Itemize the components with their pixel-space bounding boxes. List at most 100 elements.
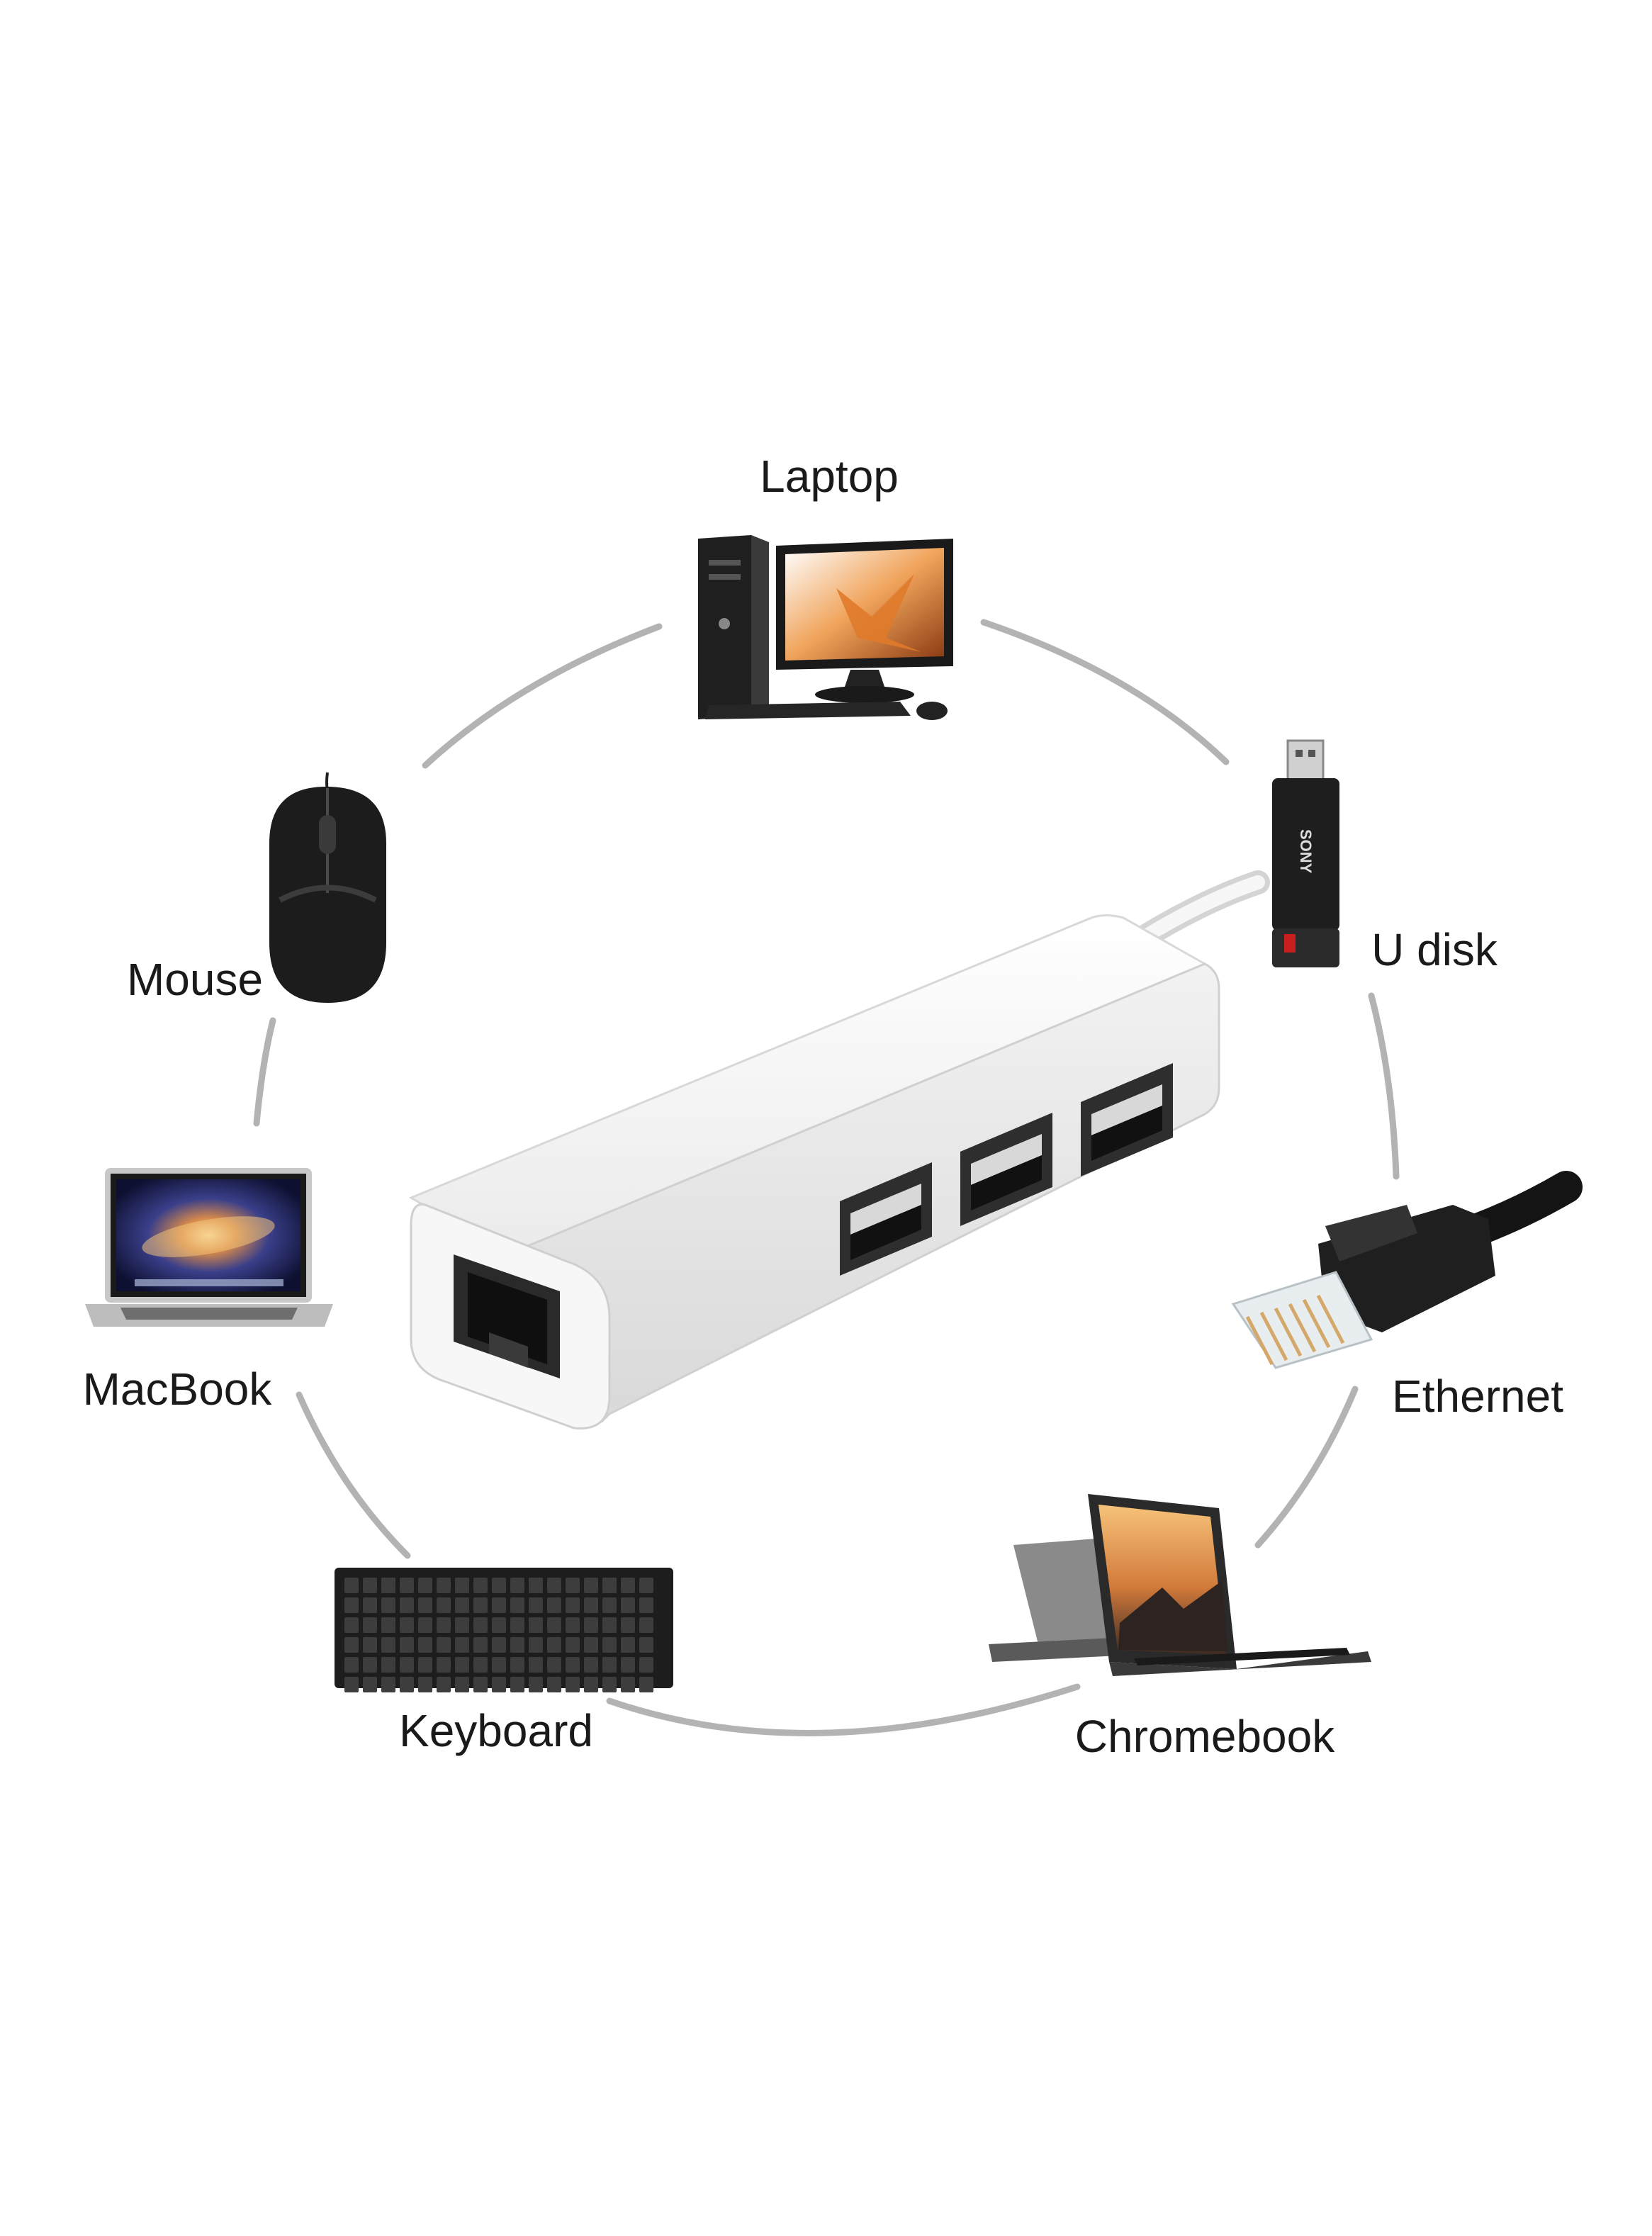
keyboard-key — [566, 1657, 580, 1673]
macbook-icon — [85, 1168, 333, 1327]
keyboard-key — [473, 1677, 488, 1692]
keyboard-key — [437, 1677, 451, 1692]
keyboard-keys — [344, 1578, 653, 1692]
keyboard-key — [363, 1578, 377, 1593]
ring-segment-udisk-ethernet — [1368, 992, 1400, 1180]
keyboard-key — [455, 1617, 469, 1633]
keyboard-key — [400, 1677, 414, 1692]
label-mouse: Mouse — [126, 954, 264, 1005]
usb-flash-drive-icon: SONY — [1272, 739, 1339, 967]
keyboard-key — [602, 1657, 617, 1673]
keyboard-key — [381, 1637, 395, 1653]
keyboard-key — [455, 1637, 469, 1653]
keyboard-key — [473, 1657, 488, 1673]
keyboard-key — [381, 1597, 395, 1613]
keyboard-key — [529, 1578, 543, 1593]
keyboard-key — [363, 1637, 377, 1653]
keyboard-key — [418, 1578, 432, 1593]
keyboard-key — [418, 1677, 432, 1692]
label-laptop: Laptop — [760, 451, 899, 502]
keyboard-key — [547, 1597, 561, 1613]
ring-segment-laptop-udisk — [980, 619, 1230, 765]
keyboard-key — [529, 1657, 543, 1673]
keyboard-key — [639, 1578, 653, 1593]
connection-ring — [253, 619, 1400, 1736]
ring-segment-macbook-keyboard — [296, 1391, 411, 1559]
keyboard-key — [566, 1578, 580, 1593]
label-keyboard: Keyboard — [399, 1705, 593, 1756]
keyboard-key — [400, 1578, 414, 1593]
keyboard-key — [400, 1617, 414, 1633]
keyboard-key — [584, 1617, 598, 1633]
keyboard-key — [547, 1578, 561, 1593]
label-macbook: MacBook — [82, 1364, 272, 1415]
keyboard-key — [529, 1677, 543, 1692]
keyboard-key — [400, 1597, 414, 1613]
keyboard-key — [363, 1597, 377, 1613]
keyboard-key — [381, 1677, 395, 1692]
ring-segment-ethernet-chromebook — [1254, 1386, 1359, 1549]
keyboard-key — [492, 1597, 506, 1613]
keyboard-key — [621, 1617, 635, 1633]
keyboard-key — [602, 1637, 617, 1653]
keyboard-key — [344, 1637, 359, 1653]
usb-port-1 — [840, 1162, 932, 1276]
keyboard-key — [510, 1677, 524, 1692]
keyboard-key — [584, 1657, 598, 1673]
keyboard-key — [621, 1597, 635, 1613]
keyboard-key — [363, 1617, 377, 1633]
ring-segment-laptop-mouse — [422, 623, 663, 769]
label-chromebook: Chromebook — [1074, 1711, 1335, 1762]
keyboard-key — [529, 1617, 543, 1633]
keyboard-key — [510, 1578, 524, 1593]
keyboard-key — [344, 1657, 359, 1673]
keyboard-key — [418, 1657, 432, 1673]
keyboard-key — [584, 1677, 598, 1692]
keyboard-key — [639, 1617, 653, 1633]
keyboard-key — [381, 1578, 395, 1593]
keyboard-key — [547, 1637, 561, 1653]
keyboard-key — [400, 1657, 414, 1673]
mouse-icon — [269, 772, 386, 1003]
keyboard-key — [437, 1657, 451, 1673]
keyboard-key — [529, 1637, 543, 1653]
keyboard-key — [418, 1637, 432, 1653]
ring-segment-keyboard-chromebook — [606, 1683, 1081, 1736]
keyboard-key — [492, 1617, 506, 1633]
keyboard-key — [344, 1677, 359, 1692]
keyboard-key — [584, 1597, 598, 1613]
keyboard-key — [455, 1677, 469, 1692]
keyboard-key — [492, 1677, 506, 1692]
keyboard-key — [639, 1637, 653, 1653]
keyboard-key — [473, 1637, 488, 1653]
usb-port-3 — [1081, 1063, 1173, 1176]
desktop-computer-icon — [698, 535, 953, 720]
keyboard-key — [418, 1597, 432, 1613]
usb-port-2 — [960, 1113, 1052, 1226]
ring-segment-mouse-macbook — [253, 1017, 276, 1127]
keyboard-key — [621, 1657, 635, 1673]
keyboard-key — [621, 1578, 635, 1593]
keyboard-key — [602, 1617, 617, 1633]
ethernet-port — [454, 1254, 560, 1378]
keyboard-key — [492, 1657, 506, 1673]
keyboard-key — [510, 1597, 524, 1613]
keyboard-key — [510, 1617, 524, 1633]
keyboard-key — [566, 1637, 580, 1653]
keyboard-key — [602, 1597, 617, 1613]
keyboard-key — [437, 1617, 451, 1633]
label-udisk: U disk — [1371, 924, 1498, 975]
keyboard-key — [363, 1677, 377, 1692]
keyboard-key — [437, 1597, 451, 1613]
keyboard-key — [400, 1637, 414, 1653]
keyboard-key — [344, 1617, 359, 1633]
keyboard-key — [547, 1677, 561, 1692]
keyboard-key — [437, 1578, 451, 1593]
ethernet-cable-icon — [1231, 1171, 1583, 1369]
udisk-brand-text: SONY — [1297, 829, 1315, 874]
keyboard-key — [529, 1597, 543, 1613]
keyboard-key — [547, 1617, 561, 1633]
keyboard-key — [510, 1637, 524, 1653]
